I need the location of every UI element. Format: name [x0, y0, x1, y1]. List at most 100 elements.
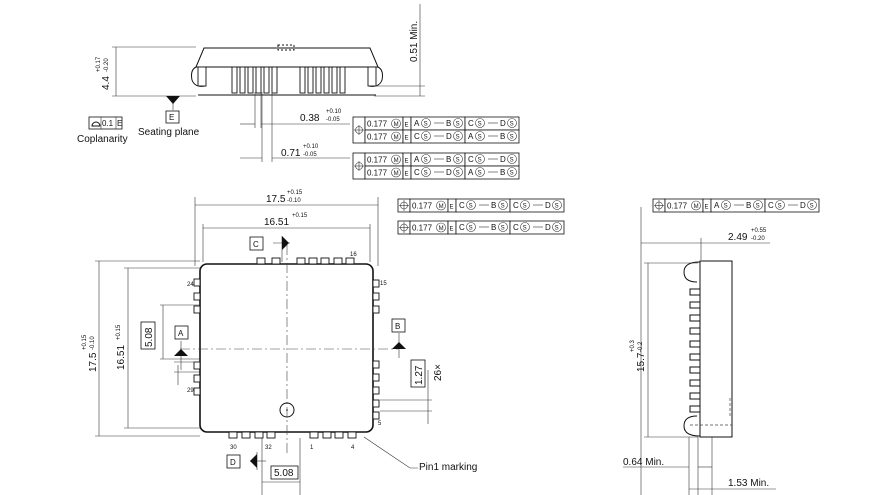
right-fcf-ref2-modifier-1-circle-icon: [775, 200, 785, 210]
pitch-right-dimension: 1.27: [414, 365, 425, 385]
pin-number-5: 5: [378, 421, 382, 427]
standoff-dimension: 0.51 Min.: [409, 21, 420, 62]
datum-c-triangle: [282, 236, 289, 250]
right-view-lead: [689, 327, 700, 335]
side-fcf-4-datum-ref: E: [405, 172, 409, 178]
right-view-lead: [689, 379, 700, 387]
side-fcf-1-ref1-modifier-2: S: [456, 122, 460, 128]
side-fcf-2-tolerance: 0.177: [367, 133, 388, 142]
lead-width-1-tol-upper: +0.10: [326, 109, 342, 115]
top-fcf-2-ref1-datum-2: B: [491, 223, 496, 232]
side-lead: [231, 66, 238, 94]
datum-b-box: [391, 318, 406, 333]
top-fcf-1-ref1-modifier-1-circle-icon: [466, 200, 476, 210]
right-view-bottom-lead-curl: [683, 415, 701, 437]
side-fcf-2-ref1-modifier-2-circle-icon: [453, 131, 463, 141]
right-fcf-ref1-datum-2: B: [746, 201, 751, 210]
side-fcf-2-material-modifier: M: [394, 135, 399, 141]
pitch-bottom-dimension: 5.08: [274, 468, 294, 479]
lead-span-tol-lower: -0.20: [751, 236, 765, 242]
min-body-dimension: 1.53 Min.: [728, 478, 769, 489]
top-fcf-1-ref1-datum-1: C: [459, 201, 465, 210]
side-fcf-1-ref2-modifier-1: S: [478, 122, 482, 128]
top-fcf-2-ref1-modifier-1: S: [469, 226, 473, 232]
side-fcf-4-ref1-modifier-1: S: [424, 171, 428, 177]
package-pin: [266, 431, 276, 439]
side-lead: [255, 66, 262, 94]
side-fcf-2-ref1-datum-1: C: [414, 132, 420, 141]
side-lead: [271, 66, 278, 94]
pin-number-32: 32: [265, 445, 272, 451]
side-fcf-4-ref1-modifier-2: S: [456, 171, 460, 177]
side-lead: [331, 66, 338, 94]
side-view-gate-mark: [277, 44, 295, 51]
top-fcf-2-ref1-datum-1: C: [459, 223, 465, 232]
side-fcf-2-ref1-datum-2: D: [446, 132, 452, 141]
right-view-lead: [689, 405, 700, 413]
top-fcf-2-ref2-modifier-1: S: [523, 226, 527, 232]
datum-a-triangle: [174, 349, 188, 356]
side-fcf-1-ref1-modifier-1: S: [424, 122, 428, 128]
right-view-top-lead-curl: [683, 261, 701, 283]
top-fcf-2-material-modifier: M: [439, 226, 444, 232]
side-fcf-4-ref2-modifier-1: S: [478, 171, 482, 177]
top-fcf-1-ref2-modifier-1-circle-icon: [520, 200, 530, 210]
side-lead: [299, 66, 306, 94]
right-view-lead: [689, 288, 700, 296]
top-fcf-2-ref1-modifier-2-circle-icon: [498, 222, 508, 232]
top-fcf-1-ref2-datum-2: D: [545, 201, 551, 210]
side-fcf-1-ref1-datum-2: B: [446, 119, 451, 128]
side-view-leads: [197, 66, 377, 94]
pin1-marking-icon: [279, 402, 295, 418]
side-fcf-2-ref1-modifier-2: S: [456, 135, 460, 141]
right-view-height-dimension: 15.7: [636, 352, 647, 372]
top-fcf-2-material-modifier-circle-icon: [436, 222, 446, 233]
side-fcf-4-ref2-modifier-2-circle-icon: [507, 167, 517, 177]
body-width-tol: +0.15: [292, 213, 308, 219]
side-fcf-3-ref1-modifier-2-circle-icon: [453, 154, 463, 164]
side-fcf-1-ref2-modifier-2: S: [510, 122, 514, 128]
min-lead-dimension: 0.64 Min.: [623, 457, 664, 468]
side-fcf-4-material-modifier: M: [394, 171, 399, 177]
package-pin: [345, 257, 355, 265]
coplanarity-label: Coplanarity: [77, 134, 128, 145]
side-fcf-2-ref1-modifier-1-circle-icon: [421, 131, 431, 141]
top-fcf-2-ref2-datum-2: D: [545, 223, 551, 232]
package-pin: [372, 305, 380, 314]
side-fcf-1-ref1-datum-1: A: [414, 119, 420, 128]
pitch-left-dimension: 5.08: [144, 327, 155, 347]
right-fcf-ref1-datum-1: A: [714, 201, 720, 210]
side-view-body: [195, 47, 379, 68]
datum-a-box: [174, 325, 189, 340]
right-fcf-ref2-modifier-2: S: [810, 204, 814, 210]
package-height-tol-lower: -0.20: [104, 58, 110, 72]
top-fcf-2-datum-ref: E: [450, 227, 454, 233]
right-view: 2.49 +0.55 -0.20 15.7 +0.3 -0.2 0.64 Min…: [623, 207, 776, 495]
outer-width-tol-lower: -0.10: [287, 198, 301, 204]
side-lead: [239, 66, 246, 94]
top-fcf-1-ref2-modifier-2: S: [555, 204, 559, 210]
package-pin: [193, 305, 201, 314]
package-pin: [372, 386, 380, 395]
right-fcf-ref1-modifier-1-circle-icon: [721, 200, 731, 210]
right-fcf-tolerance: 0.177: [667, 202, 688, 211]
side-fcf-4-material-modifier-circle-icon: [391, 167, 401, 178]
side-lead: [323, 66, 330, 94]
outer-height-dimension: 17.5: [88, 352, 99, 372]
datum-c-label: C: [253, 240, 259, 249]
package-pin: [334, 431, 344, 439]
side-fcf-4-ref1-modifier-2-circle-icon: [453, 167, 463, 177]
side-fcf-3-ref1-datum-2: B: [446, 155, 451, 164]
package-pin: [372, 360, 380, 369]
top-fcf-1-ref1-modifier-1: S: [469, 204, 473, 210]
pin-number-30: 30: [230, 445, 237, 451]
package-pin: [193, 361, 201, 370]
package-pin: [372, 279, 380, 288]
datum-a-label: A: [178, 329, 184, 338]
right-fcf-ref2-datum-2: D: [800, 201, 806, 210]
side-fcf-1-ref2-modifier-1-circle-icon: [475, 118, 485, 128]
package-pin: [372, 411, 380, 420]
outer-width-dimension: 17.5: [266, 194, 286, 205]
